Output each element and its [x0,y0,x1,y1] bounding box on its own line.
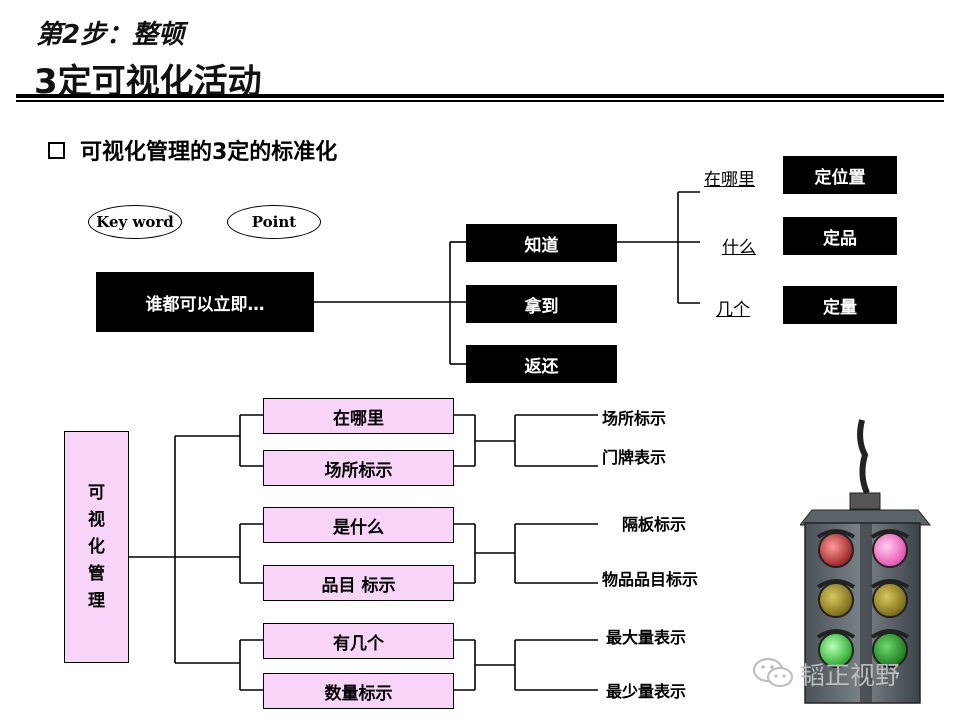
action-box-know: 知道 [466,224,617,262]
answer-box-location: 定位置 [783,156,897,194]
output-label: 物品品目标示 [602,570,699,589]
output-label: 最大量表示 [606,628,687,647]
wechat-icon [753,658,793,687]
root-char: 化 [88,536,105,557]
root-char: 视 [88,509,105,530]
question-what: 什么 [722,238,756,258]
title-rule [16,94,944,98]
answer-box-item: 定品 [783,217,897,255]
output-label: 门牌表示 [602,448,667,467]
question-where: 在哪里 [704,170,755,190]
slide-subtitle: 第2步：整顿 [36,20,185,50]
visual-management-box: 可 视 化 管 理 [64,431,129,663]
output-label: 最少量表示 [606,682,687,701]
item-box-place-sign: 场所标示 [263,450,454,486]
keyword-oval: Key word [88,205,182,239]
title-rule-thin [16,100,944,102]
item-box-item-sign: 品目 标示 [263,565,454,601]
item-box-where: 在哪里 [263,398,454,434]
item-box-how-many: 有几个 [263,623,454,659]
root-box: 谁都可以立即… [96,272,314,332]
section-heading: 可视化管理的3定的标准化 [80,140,338,165]
square-bullet-icon [48,142,65,159]
point-oval: Point [227,205,321,239]
item-box-quantity-sign: 数量标示 [263,673,454,709]
question-how-many: 几个 [716,300,750,320]
action-box-return: 返还 [466,345,617,383]
item-box-what: 是什么 [263,507,454,543]
answer-box-quantity: 定量 [783,286,897,324]
root-char: 可 [88,482,105,503]
output-label: 隔板标示 [622,515,687,534]
root-char: 理 [88,590,105,611]
output-label: 场所标示 [602,409,667,428]
traffic-light-icon [800,419,932,704]
root-char: 管 [88,563,105,584]
action-box-get: 拿到 [466,285,617,323]
watermark-text: 韬正视野 [800,661,901,690]
